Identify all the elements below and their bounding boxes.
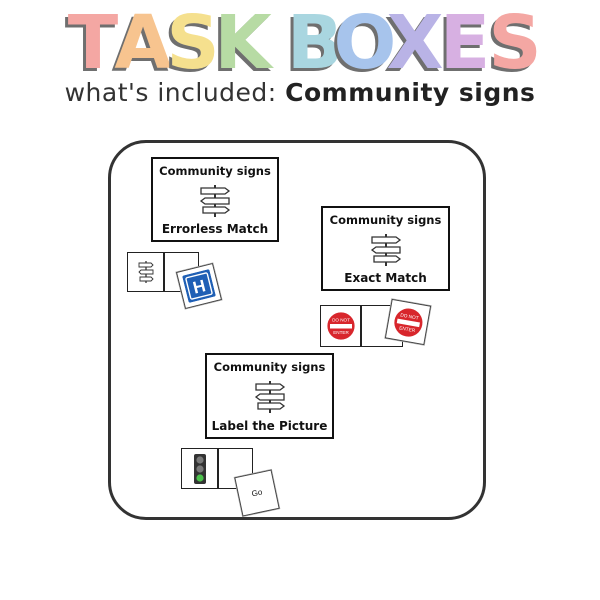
- subtitle-prefix: what's included:: [64, 78, 286, 107]
- title-letter-shadow: B: [284, 3, 340, 82]
- enter-text: ENTER: [399, 325, 416, 334]
- title-letter: T: [68, 2, 119, 82]
- hospital-sign-piece[interactable]: H: [175, 262, 223, 310]
- title-letter-shadow: T: [65, 3, 116, 82]
- do-not-text: DO NOT: [332, 318, 350, 323]
- subtitle: what's included: Community signs: [0, 78, 600, 107]
- signpost-icon: [199, 185, 231, 217]
- card-label: Errorless Match: [161, 222, 269, 236]
- title-letter-shadow: E: [437, 3, 488, 82]
- hospital-letter: H: [191, 276, 208, 297]
- do-not-enter-icon: DO NOT ENTER: [393, 307, 424, 338]
- card-label: Label the Picture: [211, 419, 328, 433]
- signpost-icon: [254, 381, 285, 413]
- title-letter: B: [287, 2, 343, 82]
- card-title: Community signs: [159, 164, 271, 178]
- title-letter: O: [334, 2, 397, 82]
- signpost-icon: [370, 234, 401, 266]
- title-letter: X: [386, 2, 443, 82]
- title-letter-shadow: O: [331, 3, 394, 82]
- enter-text: ENTER: [333, 330, 349, 335]
- card-exact-match: Community signs Exact Match: [321, 206, 450, 291]
- signpost-icon: [138, 261, 154, 283]
- title-letter: E: [440, 2, 491, 82]
- card-errorless-match: Community signs Errorless Match: [151, 157, 279, 242]
- title-letter-shadow: X: [383, 3, 440, 82]
- card-title: Community signs: [213, 360, 326, 374]
- title-letter-shadow: S: [163, 3, 216, 82]
- go-label: Go: [250, 487, 264, 499]
- title-letter: S: [488, 2, 541, 82]
- strip-divider: [217, 449, 219, 488]
- title-letter: A: [114, 2, 171, 82]
- strip-divider: [360, 306, 362, 346]
- title-letter-shadow: A: [111, 3, 168, 82]
- title-letter-shadow: S: [485, 3, 538, 82]
- do-not-enter-icon: DO NOT ENTER: [326, 311, 356, 341]
- title-letter: K: [214, 2, 274, 82]
- do-not-text: DO NOT: [400, 312, 419, 321]
- card-label: Exact Match: [344, 271, 427, 285]
- title-letter-shadow: K: [211, 3, 271, 82]
- go-word-piece[interactable]: Go: [234, 469, 280, 517]
- card-label-the-picture: Community signs Label the Picture: [205, 353, 334, 439]
- strip-divider: [163, 253, 165, 291]
- card-title: Community signs: [329, 213, 442, 227]
- traffic-light-icon: [194, 454, 206, 484]
- do-not-enter-piece[interactable]: DO NOT ENTER: [384, 298, 432, 346]
- subtitle-topic: Community signs: [285, 78, 536, 107]
- hospital-sign-icon: H: [182, 269, 216, 303]
- title-letter: S: [166, 2, 219, 82]
